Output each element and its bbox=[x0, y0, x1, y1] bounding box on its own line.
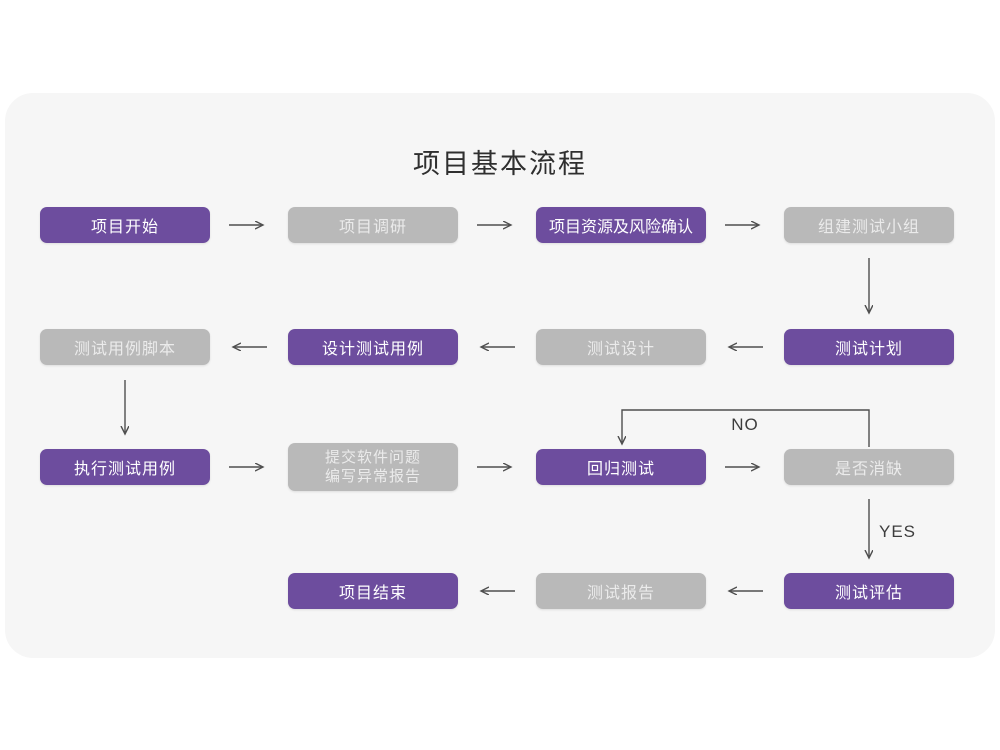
flowchart-card bbox=[5, 93, 995, 658]
node-project-end: 项目结束 bbox=[288, 573, 458, 609]
node-defect-cleared: 是否消缺 bbox=[784, 449, 954, 485]
node-test-design: 测试设计 bbox=[536, 329, 706, 365]
edge-label-yes: YES bbox=[879, 522, 917, 541]
node-label: 是否消缺 bbox=[834, 461, 903, 478]
node-label: 执行测试用例 bbox=[73, 461, 176, 478]
node-submit-issues: 提交软件问题 编写异常报告 bbox=[288, 443, 458, 491]
node-label: 测试报告 bbox=[586, 585, 655, 602]
node-test-evaluation: 测试评估 bbox=[784, 573, 954, 609]
node-label: 测试计划 bbox=[834, 341, 903, 358]
node-label: 项目开始 bbox=[90, 219, 159, 236]
node-test-case-script: 测试用例脚本 bbox=[40, 329, 210, 365]
edge-label-no: NO bbox=[731, 415, 759, 434]
node-project-research: 项目调研 bbox=[288, 207, 458, 243]
node-build-test-team: 组建测试小组 bbox=[784, 207, 954, 243]
node-design-test-cases: 设计测试用例 bbox=[288, 329, 458, 365]
node-label: 项目资源及风险确认 bbox=[548, 219, 693, 236]
node-label: 测试设计 bbox=[586, 341, 655, 358]
node-label: 设计测试用例 bbox=[321, 341, 424, 358]
node-label: 回归测试 bbox=[586, 461, 655, 478]
node-label: 项目调研 bbox=[338, 219, 407, 236]
node-label-line2: 编写异常报告 bbox=[324, 468, 421, 485]
node-regression-test: 回归测试 bbox=[536, 449, 706, 485]
node-label: 测试用例脚本 bbox=[73, 341, 176, 358]
node-project-start: 项目开始 bbox=[40, 207, 210, 243]
node-label: 组建测试小组 bbox=[817, 219, 920, 236]
chart-title: 项目基本流程 bbox=[413, 149, 587, 179]
node-execute-test-cases: 执行测试用例 bbox=[40, 449, 210, 485]
node-label: 项目结束 bbox=[338, 585, 407, 602]
node-test-plan: 测试计划 bbox=[784, 329, 954, 365]
node-label-line1: 提交软件问题 bbox=[324, 449, 421, 466]
node-label: 测试评估 bbox=[834, 585, 903, 602]
node-test-report: 测试报告 bbox=[536, 573, 706, 609]
node-resources-risk: 项目资源及风险确认 bbox=[536, 207, 706, 243]
